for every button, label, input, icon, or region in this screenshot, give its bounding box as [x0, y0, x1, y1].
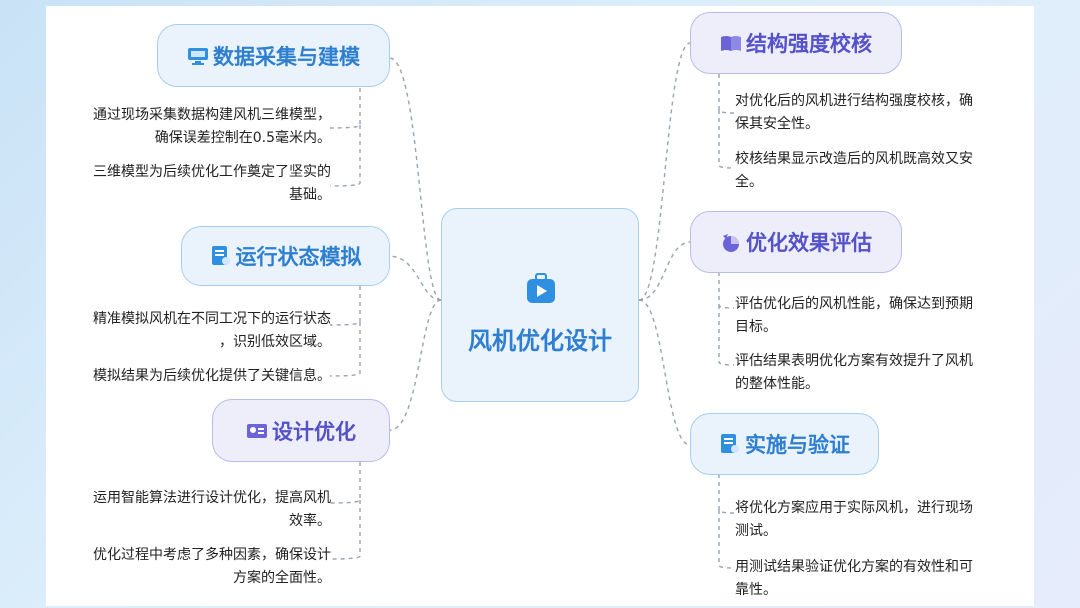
branch-title: 实施与验证 — [745, 433, 850, 457]
branch-data-modeling[interactable]: 数据采集与建模 — [157, 24, 390, 87]
center-title: 风机优化设计 — [468, 327, 612, 355]
detail-text: 对优化后的风机进行结构强度校核，确 保其安全性。 — [735, 93, 973, 132]
document-icon — [210, 246, 232, 266]
detail-text: 评估结果表明优化方案有效提升了风机 的整体性能。 — [735, 353, 973, 392]
branch-title: 设计优化 — [272, 419, 356, 444]
branch-effect-evaluation[interactable]: 优化效果评估 — [690, 211, 902, 273]
detail-text: 运用智能算法进行设计优化，提高风机 效率。 — [93, 490, 331, 529]
book-icon — [720, 33, 742, 53]
branch-structure-check[interactable]: 结构强度校核 — [690, 12, 902, 74]
branch-title: 运行状态模拟 — [235, 245, 362, 269]
branch-title: 数据采集与建模 — [213, 44, 360, 69]
branch-title: 优化效果评估 — [746, 231, 872, 255]
video-box-icon — [527, 273, 555, 303]
chart-icon — [720, 232, 742, 252]
detail-text: 优化过程中考虑了多种因素，确保设计 方案的全面性。 — [93, 547, 331, 586]
document-check-icon — [719, 434, 741, 454]
detail-text: 通过现场采集数据构建风机三维模型， 确保误差控制在0.5毫米内。 — [93, 107, 331, 146]
branch-design-optimization[interactable]: 设计优化 — [212, 399, 390, 462]
detail-text: 将优化方案应用于实际风机，进行现场 测试。 — [735, 500, 973, 539]
detail-text: 精准模拟风机在不同工况下的运行状态 ，识别低效区域。 — [93, 311, 331, 350]
id-card-icon — [246, 421, 268, 441]
monitor-icon — [187, 46, 209, 66]
branch-simulation[interactable]: 运行状态模拟 — [181, 226, 390, 286]
detail-text: 校核结果显示改造后的风机既高效又安 全。 — [735, 151, 973, 190]
detail-text: 评估优化后的风机性能，确保达到预期 目标。 — [735, 296, 973, 335]
branch-title: 结构强度校核 — [746, 32, 872, 56]
detail-text: 模拟结果为后续优化提供了关键信息。 — [93, 368, 331, 384]
detail-text: 三维模型为后续优化工作奠定了坚实的 基础。 — [93, 164, 331, 203]
detail-text: 用测试结果验证优化方案的有效性和可 靠性。 — [735, 559, 973, 598]
center-node[interactable]: 风机优化设计 — [441, 208, 639, 402]
branch-implementation[interactable]: 实施与验证 — [690, 413, 879, 475]
